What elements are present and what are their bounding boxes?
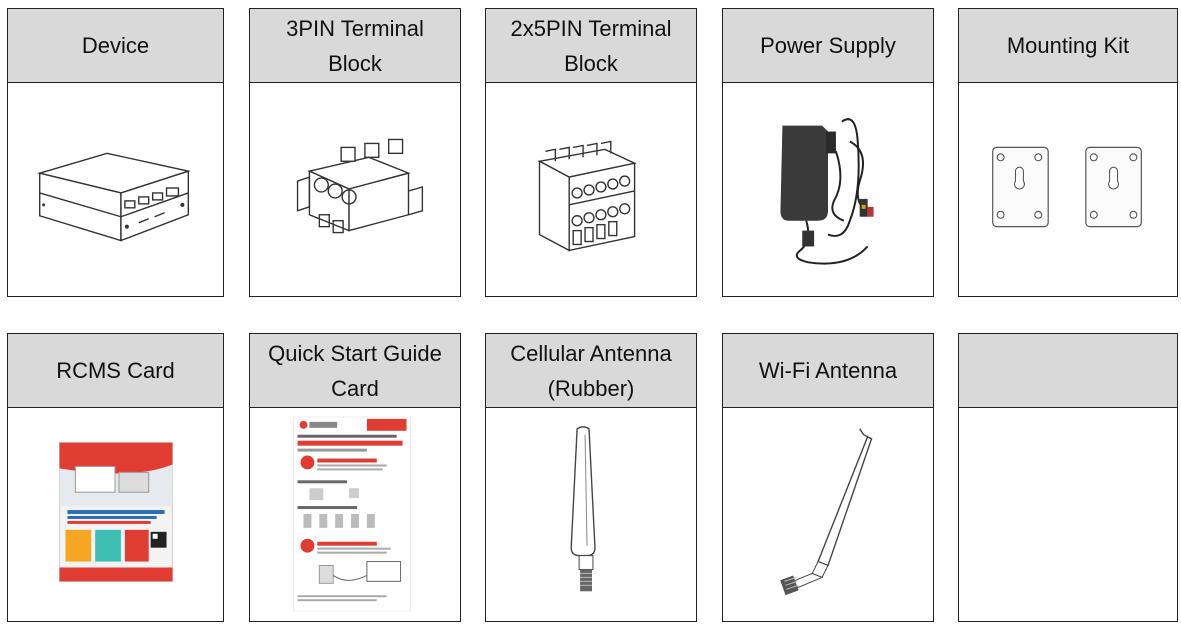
card-title: Wi-Fi Antenna [723, 334, 933, 408]
card-title: Power Supply [723, 9, 933, 83]
card-image [486, 407, 696, 621]
quick-start-guide-icon [293, 416, 411, 612]
terminal-block-2x5pin-icon [537, 140, 637, 252]
card-image [959, 407, 1177, 621]
card-image [723, 82, 933, 296]
card-image [250, 82, 460, 296]
card-title: Cellular Antenna(Rubber) [486, 334, 696, 408]
rcms-card-icon [59, 442, 173, 582]
power-adapter-icon [780, 118, 874, 265]
card-mounting-kit: Mounting Kit [958, 8, 1178, 297]
card-image [8, 82, 223, 296]
card-title: Device [8, 9, 223, 83]
router-device-icon [37, 152, 191, 242]
card-title: Mounting Kit [959, 9, 1177, 83]
mounting-bracket-icon [992, 146, 1142, 228]
card-title: RCMS Card [8, 334, 223, 408]
card-empty [958, 333, 1178, 622]
wifi-antenna-icon [780, 428, 873, 596]
card-device: Device [7, 8, 224, 297]
card-image [8, 407, 223, 621]
card-image [959, 82, 1177, 296]
card-cellular-antenna: Cellular Antenna(Rubber) [485, 333, 697, 622]
card-image [250, 407, 460, 621]
card-wifi-antenna: Wi-Fi Antenna [722, 333, 934, 622]
card-image [723, 407, 933, 621]
card-power-supply: Power Supply [722, 8, 934, 297]
card-title [959, 334, 1177, 408]
rubber-antenna-icon [570, 426, 596, 592]
card-rcms: RCMS Card [7, 333, 224, 622]
terminal-block-3pin-icon [296, 138, 424, 234]
card-image [486, 82, 696, 296]
